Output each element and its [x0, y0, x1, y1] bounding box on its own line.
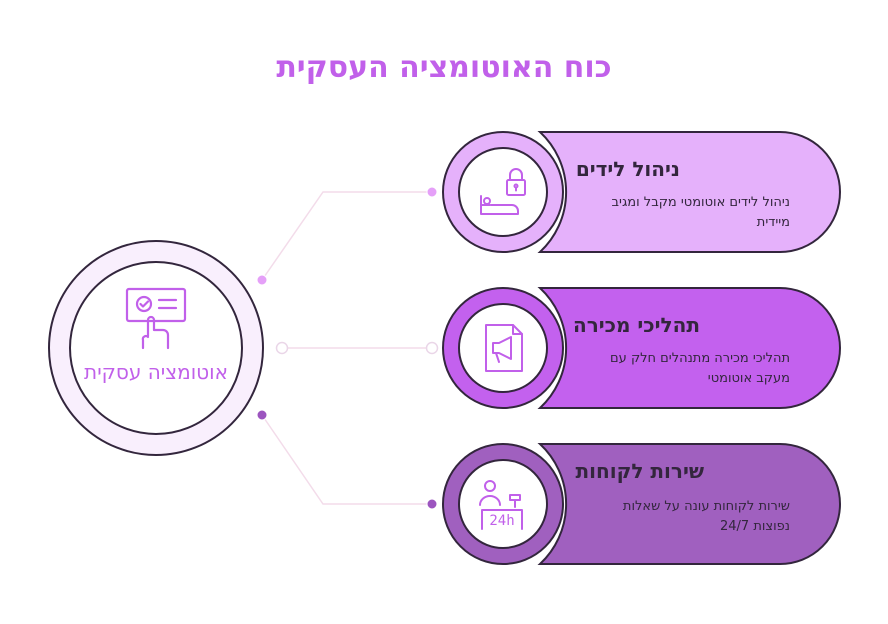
- card-lead-management: [426, 131, 841, 253]
- card-title-sales-process: תהליכי מכירה: [572, 313, 700, 337]
- hub-dot-2: [275, 341, 289, 355]
- card-dot: [426, 498, 438, 510]
- card-icon-circle: [458, 303, 548, 393]
- card-dot: [426, 186, 438, 198]
- card-title-customer-service: שירות לקוחות: [575, 459, 704, 483]
- card-title-lead-management: ניהול לידים: [575, 157, 680, 181]
- svg-text:24h: 24h: [489, 513, 514, 529]
- card-desc-sales-process: תהליכי מכירה מתנהלים חלק עם מעקב אוטומטי: [610, 351, 790, 386]
- support-agent-24h-icon: 24h: [479, 480, 523, 530]
- connector-line-3: [261, 414, 432, 505]
- card-pill: [537, 287, 841, 409]
- card-dot: [425, 341, 439, 355]
- hub-inner-circle: [69, 261, 243, 435]
- card-pill: [537, 443, 841, 565]
- hand-on-checklist-icon: [125, 287, 187, 350]
- hub: [48, 240, 289, 456]
- card-icon-circle: [458, 459, 548, 549]
- card-pill: [537, 131, 841, 253]
- card-customer-service: 24h: [426, 443, 841, 565]
- page-title: כוח האוטומציה העסקית: [276, 50, 612, 85]
- hub-dot-3: [256, 409, 268, 421]
- hub-dot-1: [256, 274, 268, 286]
- connectors: [261, 191, 432, 505]
- hub-label: אוטומציה עסקית: [84, 360, 228, 384]
- card-sales-process: [425, 287, 841, 409]
- lock-and-bed-icon: [480, 168, 526, 215]
- megaphone-document-icon: [485, 324, 523, 372]
- card-desc-lead-management: ניהול לידים אוטומטי מקבל ומגיב מיידית: [611, 195, 790, 230]
- card-desc-customer-service: שירות לקוחות עונה על שאלות נפוצות 24/7: [622, 499, 790, 534]
- connector-line-1: [261, 191, 432, 281]
- card-icon-circle: [458, 147, 548, 237]
